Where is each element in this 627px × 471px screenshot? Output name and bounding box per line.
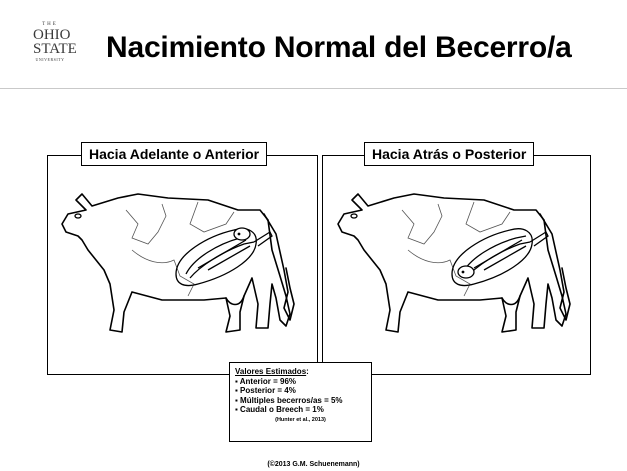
estimates-heading-suffix: : (306, 367, 309, 376)
university-logo: THE OHIO STATE UNIVERSITY (33, 22, 77, 62)
estimate-item: ▪ Caudal o Breech = 1% (235, 405, 324, 415)
posterior-panel (322, 155, 591, 375)
estimates-heading: Valores Estimados (235, 367, 307, 376)
cow-anterior-illustration (61, 193, 295, 333)
logo-line-2: OHIO (33, 27, 71, 43)
logo-line-3: STATE (33, 41, 77, 57)
estimates-heading-row: Valores Estimados: (235, 367, 366, 377)
anterior-label: Hacia Adelante o Anterior (81, 142, 268, 166)
slide-title: Nacimiento Normal del Becerro/a (106, 31, 572, 64)
logo-line-1: THE (42, 22, 58, 27)
title-divider (0, 88, 627, 89)
estimates-citation: (Hunter et al., 2013) (275, 416, 326, 423)
cow-posterior-illustration (337, 193, 571, 333)
estimate-item: ▪ Anterior = 96% (235, 376, 297, 386)
estimates-box: Valores Estimados: ▪ Anterior = 96% ▪ Po… (229, 362, 372, 442)
posterior-label: Hacia Atrás o Posterior (364, 142, 535, 166)
estimate-item: ▪ Múltiples becerros/as = 5% (235, 395, 343, 405)
logo-line-4: UNIVERSITY (35, 57, 65, 62)
copyright-footer: (©2013 G.M. Schuenemann) (267, 461, 360, 468)
estimate-item: ▪ Posterior = 4% (235, 386, 296, 396)
